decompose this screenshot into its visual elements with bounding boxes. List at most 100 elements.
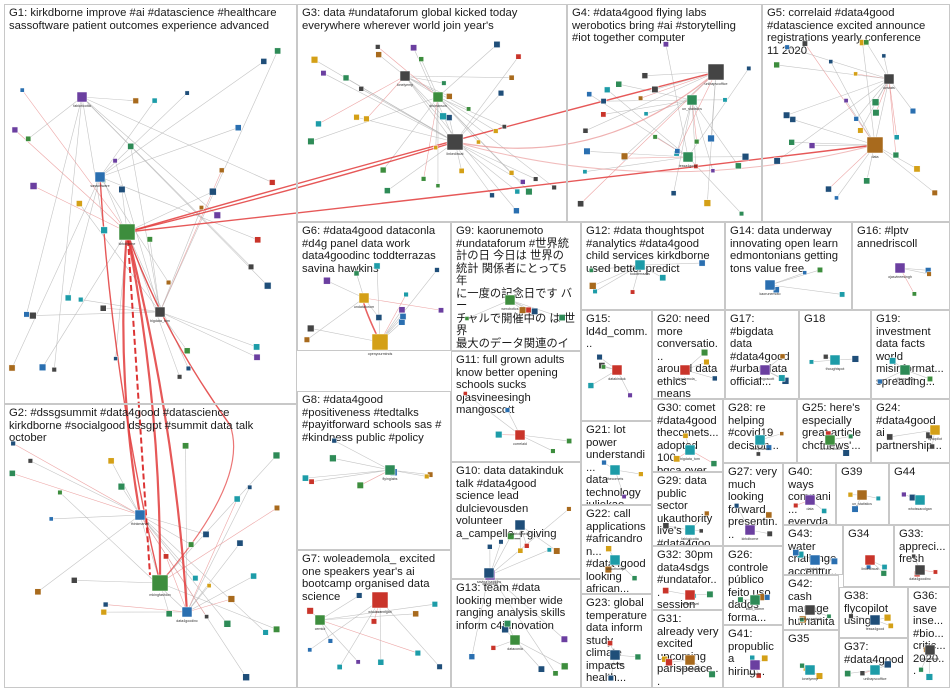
- node-avatar[interactable]: [113, 356, 118, 361]
- node-avatar[interactable]: [601, 459, 607, 466]
- node-avatar[interactable]: [566, 506, 572, 512]
- node-avatar[interactable]: [134, 509, 146, 521]
- node-avatar[interactable]: [11, 126, 19, 134]
- node-avatar[interactable]: [29, 311, 37, 320]
- node-avatar[interactable]: [100, 608, 107, 616]
- node-avatar[interactable]: [100, 226, 108, 234]
- node-avatar[interactable]: [703, 199, 711, 207]
- node-avatar[interactable]: [71, 577, 78, 584]
- node-avatar[interactable]: [566, 438, 572, 444]
- node-avatar[interactable]: [682, 432, 689, 439]
- node-avatar[interactable]: [247, 484, 253, 490]
- node-avatar[interactable]: [615, 80, 623, 88]
- node-avatar[interactable]: [48, 516, 54, 522]
- node-avatar[interactable]: [520, 179, 526, 185]
- node-avatar[interactable]: [504, 294, 516, 306]
- node-avatar[interactable]: [749, 594, 761, 606]
- node-avatar[interactable]: [600, 98, 607, 105]
- node-avatar[interactable]: [514, 188, 521, 195]
- node-avatar[interactable]: [558, 314, 566, 321]
- node-avatar[interactable]: [525, 188, 533, 196]
- node-avatar[interactable]: [493, 41, 501, 48]
- node-avatar[interactable]: [662, 522, 670, 530]
- node-avatar[interactable]: [808, 142, 816, 149]
- node-avatar[interactable]: [638, 471, 644, 477]
- node-avatar[interactable]: [842, 449, 850, 457]
- node-avatar[interactable]: [586, 91, 593, 98]
- node-avatar[interactable]: [209, 187, 217, 196]
- node-avatar[interactable]: [828, 59, 834, 64]
- node-avatar[interactable]: [659, 274, 667, 282]
- node-avatar[interactable]: [524, 543, 530, 549]
- node-avatar[interactable]: [914, 494, 926, 506]
- node-avatar[interactable]: [834, 195, 839, 201]
- node-avatar[interactable]: [323, 276, 331, 285]
- node-avatar[interactable]: [183, 347, 191, 354]
- node-avatar[interactable]: [773, 157, 781, 165]
- node-avatar[interactable]: [435, 183, 441, 188]
- node-avatar[interactable]: [34, 588, 42, 596]
- node-avatar[interactable]: [864, 554, 876, 566]
- node-avatar[interactable]: [929, 424, 941, 436]
- node-avatar[interactable]: [507, 532, 515, 540]
- node-avatar[interactable]: [883, 73, 895, 85]
- node-avatar[interactable]: [434, 267, 440, 273]
- node-avatar[interactable]: [498, 539, 504, 545]
- node-avatar[interactable]: [609, 649, 621, 661]
- node-avatar[interactable]: [10, 440, 16, 447]
- node-avatar[interactable]: [76, 91, 88, 103]
- node-avatar[interactable]: [651, 85, 659, 93]
- node-avatar[interactable]: [466, 106, 472, 112]
- node-avatar[interactable]: [924, 644, 936, 656]
- node-avatar[interactable]: [892, 151, 900, 159]
- node-avatar[interactable]: [375, 314, 383, 321]
- node-avatar[interactable]: [371, 591, 389, 609]
- node-avatar[interactable]: [739, 211, 745, 217]
- node-avatar[interactable]: [869, 614, 881, 626]
- node-avatar[interactable]: [236, 539, 244, 547]
- node-avatar[interactable]: [931, 189, 938, 196]
- node-avatar[interactable]: [851, 505, 859, 513]
- node-avatar[interactable]: [749, 654, 755, 661]
- node-avatar[interactable]: [25, 135, 32, 142]
- node-avatar[interactable]: [436, 663, 443, 670]
- node-avatar[interactable]: [826, 613, 832, 619]
- node-avatar[interactable]: [342, 74, 350, 82]
- node-avatar[interactable]: [886, 433, 894, 441]
- node-avatar[interactable]: [272, 451, 281, 460]
- node-avatar[interactable]: [887, 622, 894, 629]
- node-avatar[interactable]: [620, 152, 629, 160]
- node-avatar[interactable]: [163, 553, 169, 560]
- node-avatar[interactable]: [804, 604, 816, 616]
- node-avatar[interactable]: [741, 153, 750, 161]
- node-avatar[interactable]: [432, 91, 444, 103]
- node-avatar[interactable]: [701, 349, 709, 357]
- node-avatar[interactable]: [493, 128, 499, 134]
- node-avatar[interactable]: [684, 444, 696, 456]
- node-avatar[interactable]: [151, 574, 169, 592]
- node-avatar[interactable]: [78, 296, 84, 303]
- node-avatar[interactable]: [307, 137, 315, 145]
- node-avatar[interactable]: [525, 306, 532, 314]
- node-avatar[interactable]: [801, 40, 808, 47]
- node-avatar[interactable]: [274, 47, 281, 55]
- node-avatar[interactable]: [804, 664, 816, 676]
- node-avatar[interactable]: [253, 353, 261, 361]
- node-avatar[interactable]: [495, 431, 503, 439]
- node-avatar[interactable]: [652, 134, 658, 140]
- node-avatar[interactable]: [206, 583, 212, 588]
- node-avatar[interactable]: [609, 554, 621, 566]
- node-avatar[interactable]: [23, 311, 30, 318]
- node-avatar[interactable]: [371, 333, 389, 351]
- node-avatar[interactable]: [414, 650, 421, 657]
- node-avatar[interactable]: [899, 364, 911, 376]
- node-avatar[interactable]: [856, 489, 868, 501]
- node-avatar[interactable]: [853, 116, 859, 122]
- node-avatar[interactable]: [773, 61, 780, 69]
- node-avatar[interactable]: [248, 263, 255, 270]
- node-avatar[interactable]: [869, 664, 881, 676]
- node-avatar[interactable]: [38, 363, 47, 371]
- node-avatar[interactable]: [353, 114, 360, 121]
- node-avatar[interactable]: [693, 163, 699, 169]
- node-avatar[interactable]: [577, 200, 584, 208]
